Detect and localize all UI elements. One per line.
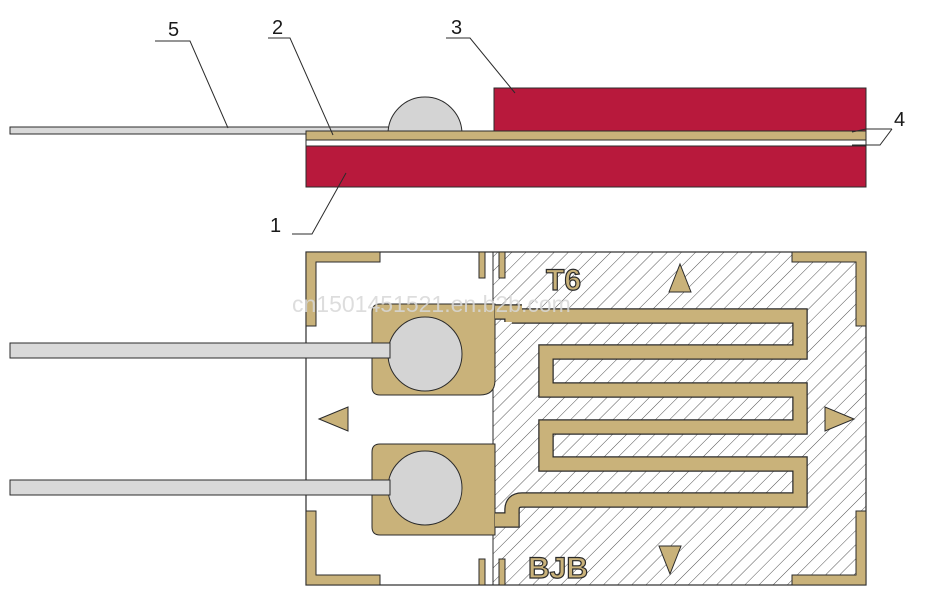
callout-3: 3 (451, 17, 462, 39)
corner-mark-bottom-left (305, 510, 381, 586)
callout-2: 2 (272, 17, 283, 39)
callout-1: 1 (270, 215, 281, 237)
tick-mark-top-1 (478, 251, 486, 279)
lead-wire-bottom (9, 479, 391, 496)
corner-mark-top-left (305, 251, 381, 327)
plan-view: T6 BJB (9, 251, 867, 586)
tick-mark-top-2 (498, 251, 506, 279)
triangle-up-icon (668, 262, 692, 293)
triangle-right-icon (824, 406, 856, 432)
alignment-triangles (317, 262, 856, 576)
watermark-text: cn1501451521.en.b2b.com (292, 291, 571, 317)
side-view: 5 2 3 4 1 (9, 17, 905, 237)
grid-foil-serpentine-fill (495, 305, 807, 527)
adhesive-layer (305, 139, 867, 147)
tick-mark-bottom-2 (498, 558, 506, 586)
corner-mark-bottom-right (791, 510, 867, 586)
callout-5: 5 (168, 19, 179, 41)
marking-t6: T6 (546, 264, 581, 297)
triangle-left-icon (317, 406, 349, 432)
base-substrate (305, 145, 867, 188)
side-solder-joint (387, 96, 463, 135)
lead-wire-top (9, 342, 391, 359)
corner-mark-top-right (791, 251, 867, 327)
tick-mark-bottom-1 (478, 558, 486, 586)
leader-lines (155, 37, 893, 235)
foil-layer (305, 130, 867, 141)
marking-bjb: BJB (528, 552, 588, 585)
triangle-down-icon (658, 545, 682, 576)
solder-dot-bottom (387, 450, 463, 526)
corner-marks (305, 251, 867, 586)
cover-layer (493, 87, 867, 132)
callout-4: 4 (894, 109, 905, 131)
solder-dot-top (387, 316, 463, 392)
